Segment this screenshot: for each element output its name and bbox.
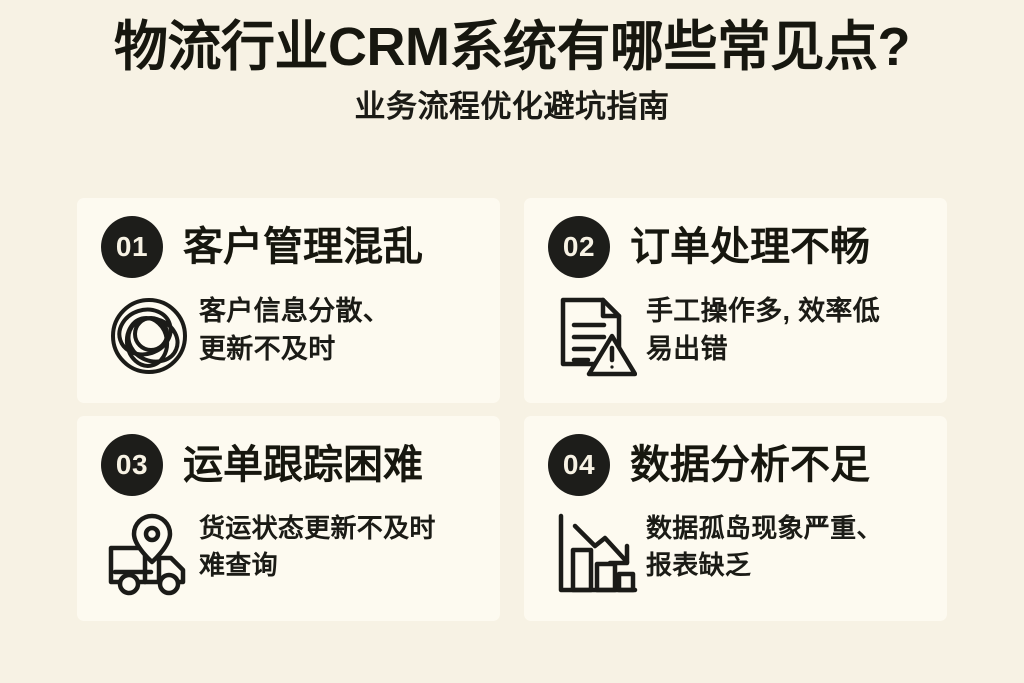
card-number-badge: 01	[101, 216, 163, 278]
pain-point-card-grid: 01 客户管理混乱 客户信息分散、 更新不及时 02	[77, 198, 947, 621]
tangled-circles-icon	[101, 286, 197, 386]
page-title: 物流行业CRM系统有哪些常见点?	[114, 17, 910, 77]
card-title: 运单跟踪困难	[183, 443, 423, 487]
header: 物流行业CRM系统有哪些常见点? 业务流程优化避坑指南	[0, 0, 1024, 124]
card-number-badge: 03	[101, 434, 163, 496]
declining-bar-chart-icon	[548, 504, 644, 604]
card-number-badge: 02	[548, 216, 610, 278]
pain-point-card-01[interactable]: 01 客户管理混乱 客户信息分散、 更新不及时	[77, 198, 500, 403]
card-description: 手工操作多, 效率低 易出错	[646, 296, 881, 365]
pain-point-card-02[interactable]: 02 订单处理不畅 手工操	[524, 198, 947, 403]
card-body: 客户信息分散、 更新不及时	[101, 286, 482, 386]
card-header: 02 订单处理不畅	[548, 214, 929, 280]
card-title: 客户管理混乱	[183, 225, 423, 269]
card-header: 04 数据分析不足	[548, 432, 929, 498]
card-description: 货运状态更新不及时 难查询	[199, 513, 436, 580]
pain-point-card-03[interactable]: 03 运单跟踪困难 货运状态更新不及时 难查询	[77, 416, 500, 621]
card-title: 数据分析不足	[630, 443, 870, 487]
card-title: 订单处理不畅	[630, 225, 870, 269]
card-number-badge: 04	[548, 434, 610, 496]
card-body: 货运状态更新不及时 难查询	[101, 504, 482, 604]
card-description: 客户信息分散、 更新不及时	[199, 296, 391, 365]
truck-location-icon	[101, 504, 197, 604]
card-description: 数据孤岛现象严重、 报表缺乏	[646, 513, 883, 580]
page-subtitle: 业务流程优化避坑指南	[354, 89, 670, 125]
card-body: 手工操作多, 效率低 易出错	[548, 286, 929, 386]
card-header: 03 运单跟踪困难	[101, 432, 482, 498]
card-body: 数据孤岛现象严重、 报表缺乏	[548, 504, 929, 604]
card-header: 01 客户管理混乱	[101, 214, 482, 280]
pain-point-card-04[interactable]: 04 数据分析不足 数据孤岛现象严重、 报表缺乏	[524, 416, 947, 621]
document-warning-icon	[548, 286, 644, 386]
